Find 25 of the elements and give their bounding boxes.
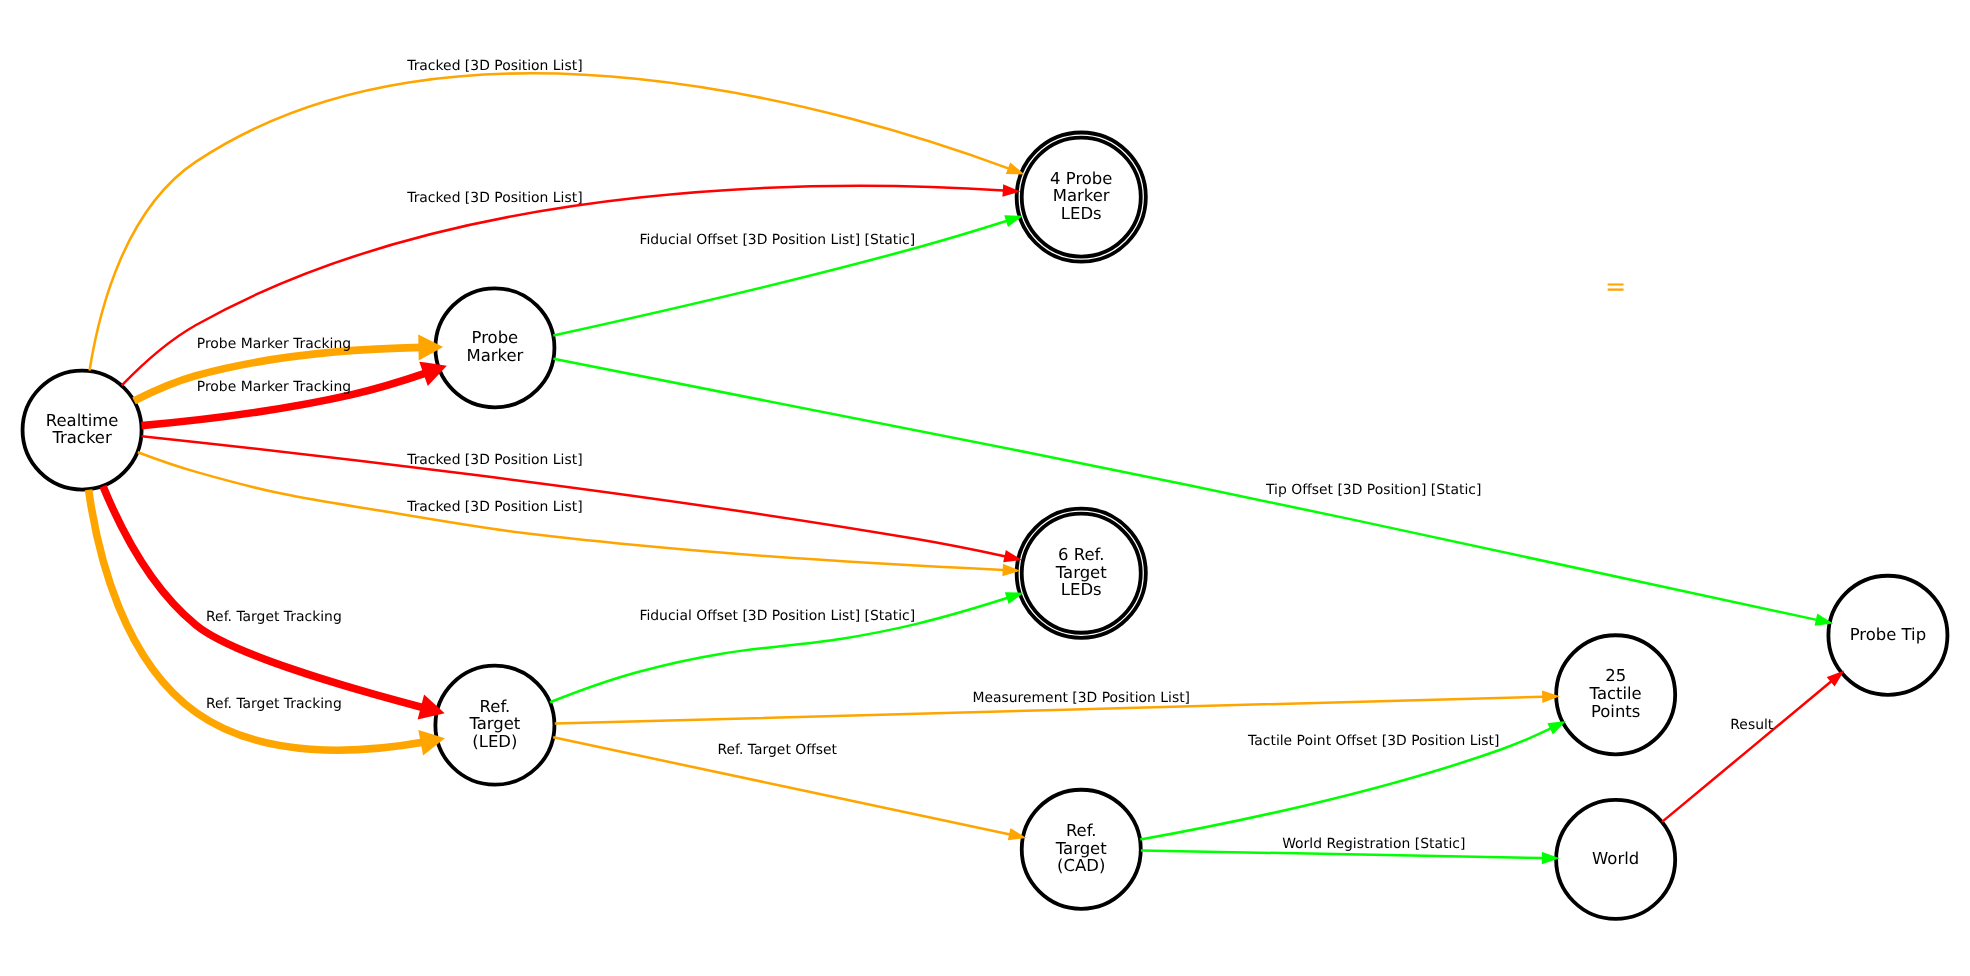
- arrow: [554, 689, 1560, 724]
- arrow: [99, 483, 445, 719]
- arrow: [141, 433, 1022, 562]
- arrow: [132, 333, 444, 404]
- arrow: [1140, 848, 1560, 864]
- arrow: [1140, 720, 1567, 840]
- node-circle: 6 Ref. Target LEDs: [1014, 505, 1148, 639]
- arrow: [84, 488, 445, 755]
- node-circle: Realtime Tracker: [20, 367, 144, 491]
- node-circle: Probe Marker: [433, 285, 557, 409]
- arrow: [120, 183, 1021, 386]
- node-circle: Ref. Target (LED): [433, 662, 557, 786]
- arrow: [141, 360, 447, 429]
- node-circle: 25 Tactile Points: [1554, 632, 1678, 756]
- node-circle: 4 Probe Marker LEDs: [1014, 129, 1148, 263]
- node-circle: Ref. Target (CAD): [1019, 786, 1143, 910]
- arrow: [552, 735, 1027, 840]
- arrow: [553, 356, 1834, 625]
- arrow: [553, 214, 1024, 336]
- arrow: [549, 591, 1024, 703]
- arrow: [88, 71, 1025, 370]
- arrow: [1661, 669, 1845, 822]
- arrow: [137, 450, 1021, 576]
- label: =: [1605, 269, 1627, 300]
- node-circle: World: [1554, 797, 1678, 920]
